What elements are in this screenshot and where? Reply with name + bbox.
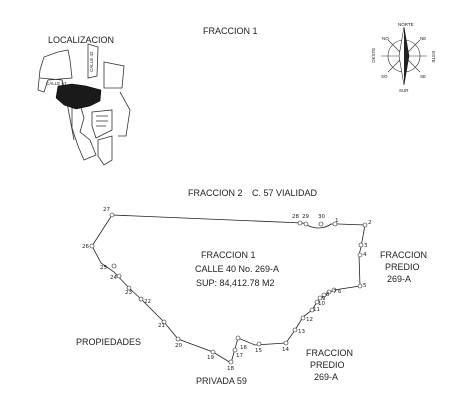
vertex-label-17: 17: [236, 353, 243, 359]
vertex-15: [256, 341, 262, 347]
calle-57-label: CALLE 57: [46, 81, 67, 86]
vertex-label-10: 10: [318, 301, 325, 307]
vertex-label-18: 18: [227, 366, 234, 372]
surface-area: SUP: 84,412.78 M2: [196, 278, 275, 288]
vertex-19: [210, 349, 216, 355]
vertex-label-26: 26: [82, 244, 89, 250]
compass-no-label: NO: [382, 36, 389, 41]
vertex-label-21: 21: [158, 323, 165, 329]
compass-este-label: ESTE: [431, 51, 436, 63]
propiedades-label: PROPIEDADES: [76, 337, 141, 347]
vertex-label-14: 14: [282, 347, 289, 353]
vertex-1: [332, 221, 338, 227]
vertex-label-11: 11: [313, 307, 320, 313]
vertex-label-2: 2: [368, 220, 372, 226]
vertex-label-12: 12: [306, 317, 313, 323]
vertex-label-28: 28: [292, 214, 299, 220]
vertex-17: [232, 347, 238, 353]
vertex-12: [300, 315, 306, 321]
fraccion-predio-right-line3: 269-A: [387, 274, 411, 284]
parcel-vertices: [89, 212, 368, 365]
vertex-6: [331, 287, 337, 293]
localizacion-title: LOCALIZACION: [48, 35, 114, 45]
vertex-label-29: 29: [302, 214, 309, 220]
vertex-label-6: 6: [338, 289, 342, 295]
fraccion-predio-bottom-line1: FRACCION: [306, 348, 353, 358]
vertex-27: [109, 212, 115, 218]
vertex-2: [362, 222, 368, 228]
vertex-4: [357, 252, 363, 258]
vertex-label-1: 1: [335, 218, 339, 224]
vertex-24: [116, 273, 122, 279]
vertex-labels: 27 28 29 30 1 2 3 4 5 6 7 8 9 10 11 12 1…: [82, 207, 372, 372]
fraccion-predio-right-line1: FRACCION: [380, 250, 427, 260]
vertex-label-15: 15: [255, 348, 262, 354]
fraccion-1-center-label: FRACCION 1: [201, 250, 256, 260]
vertex-label-8: 8: [326, 292, 330, 298]
vertex-label-16: 16: [240, 345, 247, 351]
fraccion-1-top-label: FRACCION 1: [203, 26, 258, 36]
privada-59-label: PRIVADA 59: [196, 376, 247, 386]
vertex-25: [111, 263, 117, 269]
vertex-8: [321, 292, 327, 298]
compass-sur-label: SUR: [399, 88, 409, 93]
vertex-18: [228, 359, 234, 365]
compass-se-label: SE: [420, 74, 426, 79]
vertex-23: [126, 285, 132, 291]
vertex-20: [175, 336, 181, 342]
compass-ne-label: NE: [420, 36, 426, 41]
vertex-3: [358, 242, 364, 248]
vertex-29: [303, 221, 309, 227]
fraccion-predio-bottom-line2: PREDIO: [310, 360, 345, 370]
vertex-9: [317, 295, 323, 301]
fraccion-predio-bottom: FRACCION PREDIO 269-A: [306, 348, 353, 382]
vertex-10: [314, 299, 320, 305]
vertex-label-9: 9: [322, 296, 326, 302]
fraccion-predio-right-line2: PREDIO: [385, 262, 420, 272]
vertex-5: [357, 283, 363, 289]
vertex-11: [309, 307, 315, 313]
vertex-label-25: 25: [100, 265, 107, 271]
vertex-label-4: 4: [363, 252, 367, 258]
vertex-label-22: 22: [144, 299, 151, 305]
fraccion-predio-right: FRACCION PREDIO 269-A: [380, 250, 427, 284]
calle-40-address: CALLE 40 No. 269-A: [195, 264, 279, 274]
vertex-28: [297, 220, 303, 226]
compass-so-label: SO: [381, 74, 388, 79]
fraccion-2-label: FRACCION 2: [188, 188, 243, 198]
vertex-26: [89, 243, 95, 249]
fraccion-predio-bottom-line3: 269-A: [314, 372, 338, 382]
vertex-label-13: 13: [298, 329, 305, 335]
location-inset: LOCALIZACION CALLE 42 CALLE 57: [37, 35, 131, 166]
vertex-label-20: 20: [175, 343, 182, 349]
compass-norte-label: NORTE: [398, 22, 414, 27]
vertex-label-23: 23: [125, 290, 132, 296]
vertex-16: [235, 335, 241, 341]
vertex-14: [283, 340, 289, 346]
vertex-21: [161, 319, 167, 325]
compass-rose: NORTE SUR OESTE ESTE NO NE SO SE: [371, 22, 436, 93]
vertex-22: [138, 296, 144, 302]
c57-vialidad-label: C. 57 VIALIDAD: [252, 188, 318, 198]
vertex-label-5: 5: [363, 283, 367, 289]
vertex-13: [292, 327, 298, 333]
vertex-label-19: 19: [207, 355, 214, 361]
compass-oeste-label: OESTE: [371, 48, 376, 63]
calle-42-label: CALLE 42: [89, 51, 94, 72]
subject-parcel-highlight: [55, 83, 102, 110]
vertex-7: [326, 289, 332, 295]
location-map: [37, 43, 131, 166]
vertex-label-3: 3: [364, 243, 368, 249]
vertex-30: [318, 221, 324, 227]
vertex-label-24: 24: [110, 275, 117, 281]
vertex-label-30: 30: [318, 214, 325, 220]
vertex-label-27: 27: [103, 207, 110, 213]
vertex-label-7: 7: [333, 289, 337, 295]
